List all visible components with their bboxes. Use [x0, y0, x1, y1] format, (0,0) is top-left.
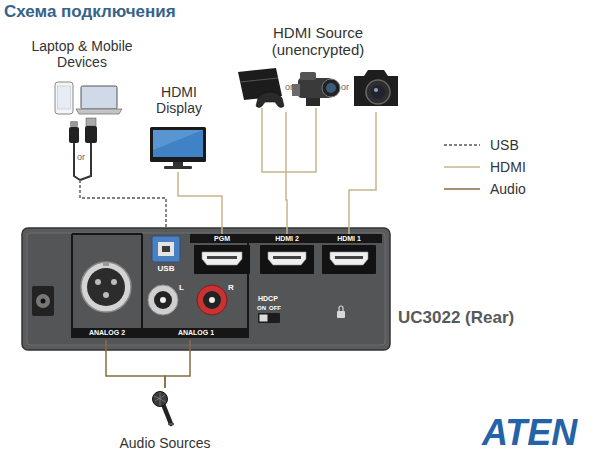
hdmi-port: HDMI 1 [320, 234, 378, 278]
phone-icon [55, 82, 73, 114]
node-label: PGM [192, 235, 252, 243]
usb-cables [69, 118, 97, 180]
legend-item: USB [444, 137, 519, 153]
node-label: HDMI Source (unencrypted) [232, 24, 404, 59]
legend-swatch [444, 137, 490, 153]
cable-line [286, 112, 287, 234]
switch-label: HDCP [258, 295, 278, 303]
cable-line [178, 172, 222, 234]
cable-line [106, 340, 165, 388]
hdmi-port: PGM [192, 234, 252, 278]
legend-label: HDMI [490, 159, 526, 175]
camera-icon [354, 70, 398, 106]
or-note: or [77, 152, 85, 162]
node-label: HDMI 2 [258, 235, 316, 243]
cable-line [349, 112, 376, 234]
hdmi-branch [262, 108, 316, 172]
legend-swatch [444, 181, 490, 197]
switch-label: ON [257, 305, 266, 312]
device-panel [22, 228, 390, 350]
node-label: Audio Sources [105, 435, 225, 451]
camcorder-icon [292, 72, 340, 106]
switch-label: OFF [269, 305, 281, 312]
legend-label: USB [490, 137, 519, 153]
brand-logo: ATEN [482, 412, 577, 453]
node-label: HDMI 1 [320, 235, 378, 243]
legend-item: HDMI [444, 159, 526, 175]
node-label: USB [148, 264, 184, 273]
or-note: or [285, 82, 293, 92]
node-label: Laptop & Mobile Devices [22, 38, 142, 70]
usb-port: USB [148, 234, 184, 278]
node-label: ANALOG 1 [145, 329, 247, 337]
device-group: HDMI Source (unencrypted) [232, 24, 404, 112]
microphone-icon [153, 392, 175, 425]
node-label: HDMI Display [146, 84, 212, 116]
cable-line [165, 340, 190, 388]
console-icon [238, 68, 284, 108]
node-label: R [228, 283, 238, 292]
page-title: Схема подключения [4, 2, 176, 22]
hdmi-port: HDMI 2 [258, 234, 316, 278]
device-panel: UC3022 (Rear)ANALOG 2USBLRANALOG 1PGMHDM… [22, 228, 390, 350]
cable-line [80, 180, 166, 234]
legend-swatch [444, 159, 490, 175]
legend-label: Audio [490, 181, 526, 197]
node-label: L [179, 283, 189, 292]
node-label: UC3022 (Rear) [398, 308, 548, 328]
legend-item: Audio [444, 181, 526, 197]
laptop-icon [76, 86, 122, 114]
xlr-port: ANALOG 2 [72, 234, 142, 340]
rca-port: L R ANALOG 1 [145, 282, 247, 340]
device-group: HDMI Display [146, 84, 212, 172]
monitor-icon [150, 127, 206, 169]
node-label: ANALOG 2 [72, 329, 142, 337]
or-note: or [341, 82, 349, 92]
audio-source: Audio Sources [105, 388, 225, 454]
